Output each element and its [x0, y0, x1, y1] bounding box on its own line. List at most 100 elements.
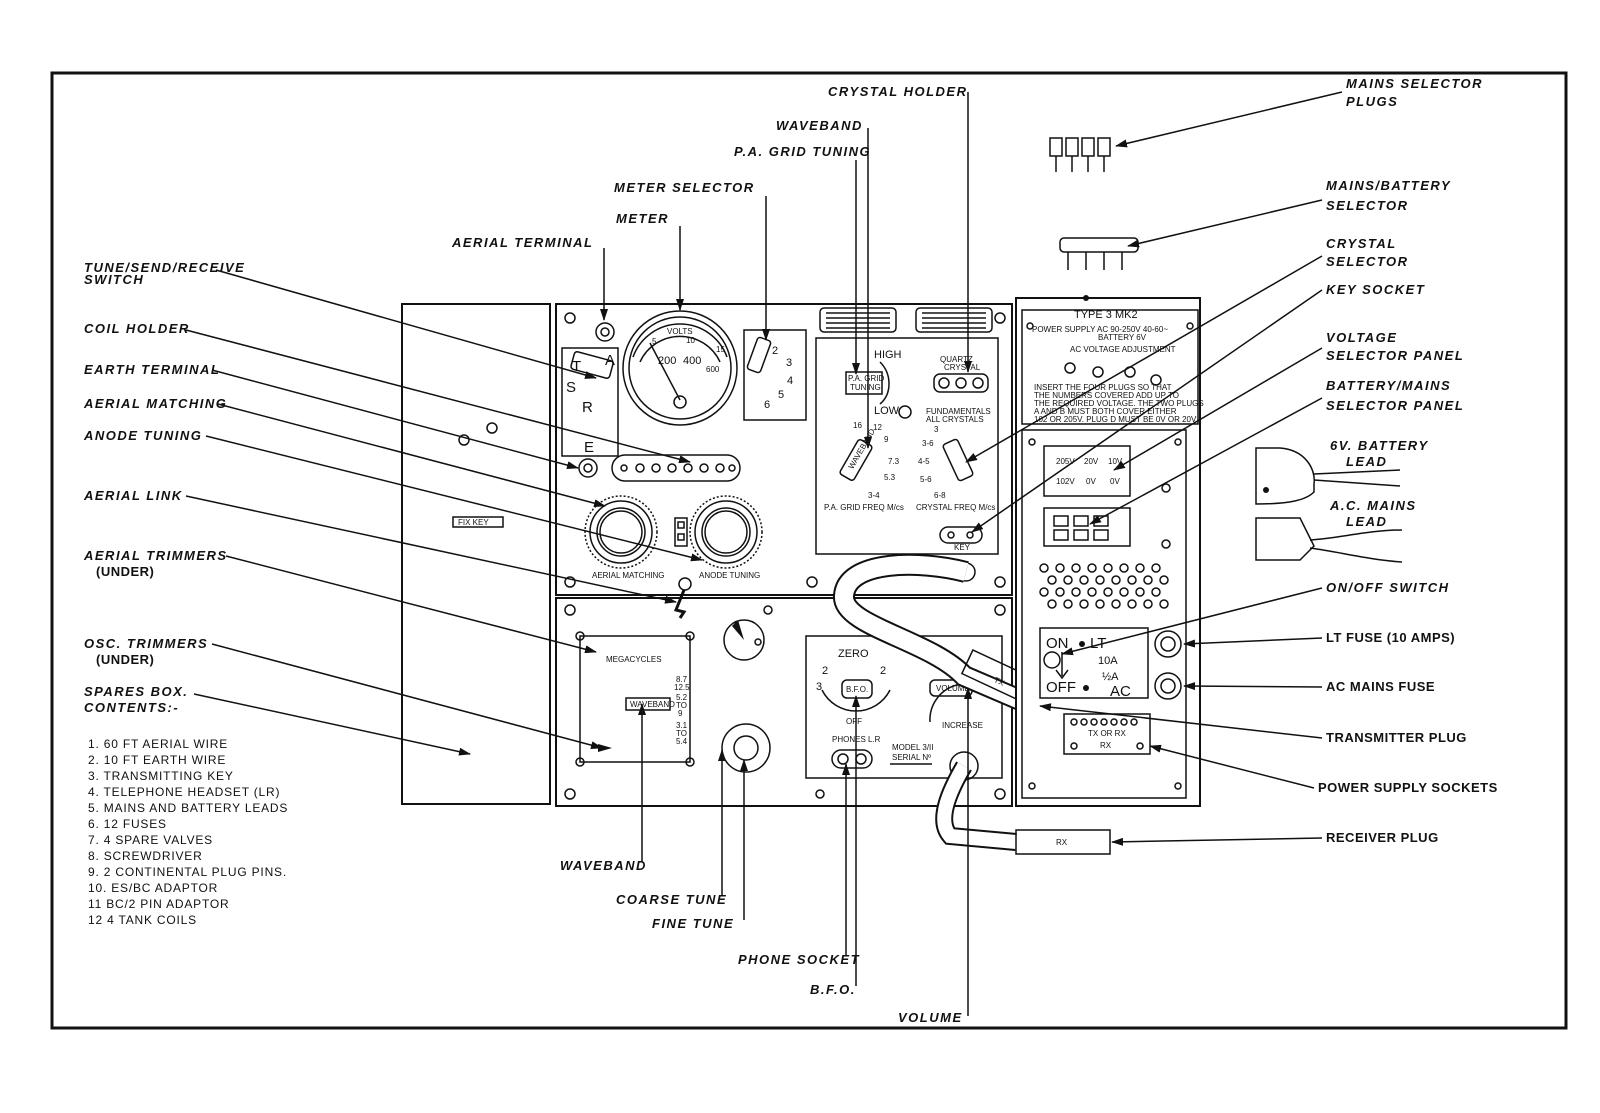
- mains-battery-selector: [1059, 237, 1139, 270]
- label-voltage-selector-panel: VOLTAGE: [1326, 330, 1397, 345]
- aerial-terminal[interactable]: [595, 322, 615, 342]
- svg-text:KEY: KEY: [954, 543, 971, 552]
- crystal-holder[interactable]: [933, 373, 989, 393]
- label-pa-grid-tuning: P.A. GRID TUNING: [734, 144, 871, 159]
- svg-text:TO: TO: [676, 729, 687, 738]
- svg-text:LOW: LOW: [874, 405, 900, 417]
- svg-text:S: S: [566, 379, 576, 396]
- svg-text:RX: RX: [1056, 838, 1068, 847]
- power-supply-unit: TYPE 3 MK2 POWER SUPPLY AC 90-250V 40-60…: [1015, 297, 1204, 807]
- label-battery-mains-panel-2: SELECTOR PANEL: [1326, 398, 1464, 413]
- label-mains-battery-selector: MAINS/BATTERY: [1326, 178, 1451, 193]
- svg-text:20V: 20V: [1084, 457, 1099, 466]
- vent-holes: [1039, 563, 1169, 609]
- ac-mains-fuse[interactable]: [1154, 672, 1182, 700]
- anode-tuning-dial[interactable]: ANODE TUNING: [689, 495, 763, 580]
- vent-grille-right: [915, 307, 993, 333]
- label-spares-box: SPARES BOX.: [84, 684, 188, 699]
- svg-text:A AND B MUST BOTH COVER EITHER: A AND B MUST BOTH COVER EITHER: [1034, 407, 1177, 416]
- label-anode-tuning: ANODE TUNING: [83, 428, 202, 443]
- svg-text:R: R: [582, 399, 593, 416]
- svg-text:AC VOLTAGE ADJUSTMENT: AC VOLTAGE ADJUSTMENT: [1070, 345, 1176, 354]
- svg-text:3-4: 3-4: [868, 491, 880, 500]
- svg-text:10: 10: [686, 336, 695, 345]
- svg-text:LT: LT: [1090, 635, 1106, 652]
- svg-text:5-6: 5-6: [920, 475, 932, 484]
- lt-fuse[interactable]: [1154, 630, 1182, 658]
- svg-text:TO: TO: [676, 701, 687, 710]
- svg-text:A: A: [605, 352, 615, 369]
- svg-text:WAVEBAND: WAVEBAND: [630, 700, 675, 709]
- vent-grille-left: [819, 307, 897, 333]
- svg-text:T: T: [572, 358, 581, 375]
- spares-item: 8. SCREWDRIVER: [88, 849, 203, 863]
- svg-text:BATTERY 6V: BATTERY 6V: [1098, 333, 1147, 342]
- label-key-socket: KEY SOCKET: [1326, 282, 1425, 297]
- svg-text:102V: 102V: [1056, 477, 1075, 486]
- outer-frame: [50, 71, 1568, 1030]
- coil-holder[interactable]: [611, 454, 741, 482]
- svg-text:B.F.O.: B.F.O.: [846, 685, 868, 694]
- label-aerial-link: AERIAL LINK: [83, 488, 183, 503]
- label-receiver-plug: RECEIVER PLUG: [1326, 830, 1439, 845]
- svg-text:OFF: OFF: [846, 717, 862, 726]
- label-waveband-bottom: WAVEBAND: [560, 858, 647, 873]
- svg-text:OFF: OFF: [1046, 679, 1076, 696]
- svg-text:12.5: 12.5: [674, 683, 690, 692]
- label-ac-mains-lead: A.C. MAINS: [1329, 498, 1417, 513]
- label-power-supply-sockets: POWER SUPPLY SOCKETS: [1318, 780, 1498, 795]
- pa-grid-tuning-button[interactable]: [845, 371, 883, 395]
- tune-send-receive-switch[interactable]: [561, 347, 619, 457]
- earth-terminal[interactable]: [578, 458, 598, 478]
- megacycles-dial[interactable]: [579, 635, 691, 763]
- label-volume: VOLUME: [898, 1010, 963, 1025]
- receiver-plug[interactable]: [1015, 829, 1111, 855]
- svg-text:VOLTS: VOLTS: [667, 327, 693, 336]
- svg-text:3-6: 3-6: [922, 439, 934, 448]
- svg-text:5: 5: [778, 389, 784, 401]
- battery-mains-selector-panel[interactable]: [1043, 507, 1131, 547]
- spares-item: 12 4 TANK COILS: [88, 913, 197, 927]
- svg-text:600: 600: [706, 365, 720, 374]
- aerial-matching-dial[interactable]: AERIAL MATCHING: [584, 495, 664, 580]
- svg-text:7.3: 7.3: [888, 457, 900, 466]
- label-crystal-holder: CRYSTAL HOLDER: [828, 84, 967, 99]
- waveband-indicator: [625, 697, 671, 711]
- svg-text:E: E: [584, 439, 594, 456]
- voltage-selector-panel[interactable]: [1043, 445, 1131, 497]
- label-battery-mains-panel: BATTERY/MAINS: [1326, 378, 1451, 393]
- svg-text:TUNING: TUNING: [850, 383, 881, 392]
- label-spares-box-2: CONTENTS:-: [84, 700, 179, 715]
- svg-text:0V: 0V: [1086, 477, 1096, 486]
- svg-text:RX: RX: [1100, 741, 1112, 750]
- svg-text:VOLUME: VOLUME: [936, 684, 970, 693]
- svg-text:TX: TX: [993, 675, 1007, 688]
- svg-text:CRYSTAL: CRYSTAL: [944, 363, 981, 372]
- svg-text:102 OR 205V. PLUG D MUST BE 0V: 102 OR 205V. PLUG D MUST BE 0V OR 20V: [1034, 415, 1197, 424]
- key-socket[interactable]: [939, 526, 983, 544]
- svg-text:TX OR RX: TX OR RX: [1088, 729, 1126, 738]
- label-earth-terminal: EARTH TERMINAL: [84, 362, 220, 377]
- coarse-tune-knob[interactable]: [721, 723, 771, 773]
- spares-item: 7. 4 SPARE VALVES: [88, 833, 213, 847]
- label-aerial-terminal: AERIAL TERMINAL: [451, 235, 593, 250]
- svg-text:3: 3: [816, 681, 822, 693]
- svg-text:5.3: 5.3: [884, 473, 896, 482]
- svg-text:10V: 10V: [1108, 457, 1123, 466]
- receiver-panel: MEGACYCLES WAVEBAND 8.7 12.5 5.2 TO 9 3.…: [555, 577, 1013, 807]
- meter: VOLTS 5 10 15 200 400 600: [622, 310, 738, 426]
- on-off-switch[interactable]: [1043, 651, 1061, 669]
- svg-text:4-5: 4-5: [918, 457, 930, 466]
- svg-text:ALL CRYSTALS: ALL CRYSTALS: [926, 415, 984, 424]
- svg-text:AC: AC: [1110, 683, 1131, 700]
- spares-item: 11 BC/2 PIN ADAPTOR: [88, 897, 229, 911]
- label-aerial-trimmers: AERIAL TRIMMERS: [83, 548, 228, 563]
- svg-text:ON: ON: [1046, 635, 1069, 652]
- label-mains-battery-selector-2: SELECTOR: [1326, 198, 1409, 213]
- svg-text:8.7: 8.7: [676, 675, 688, 684]
- svg-text:9: 9: [884, 435, 889, 444]
- svg-text:INSERT THE FOUR PLUGS SO THAT: INSERT THE FOUR PLUGS SO THAT: [1034, 383, 1172, 392]
- label-on-off-switch: ON/OFF SWITCH: [1326, 580, 1450, 595]
- svg-text:400: 400: [683, 355, 701, 367]
- label-ac-mains-fuse: AC MAINS FUSE: [1326, 679, 1435, 694]
